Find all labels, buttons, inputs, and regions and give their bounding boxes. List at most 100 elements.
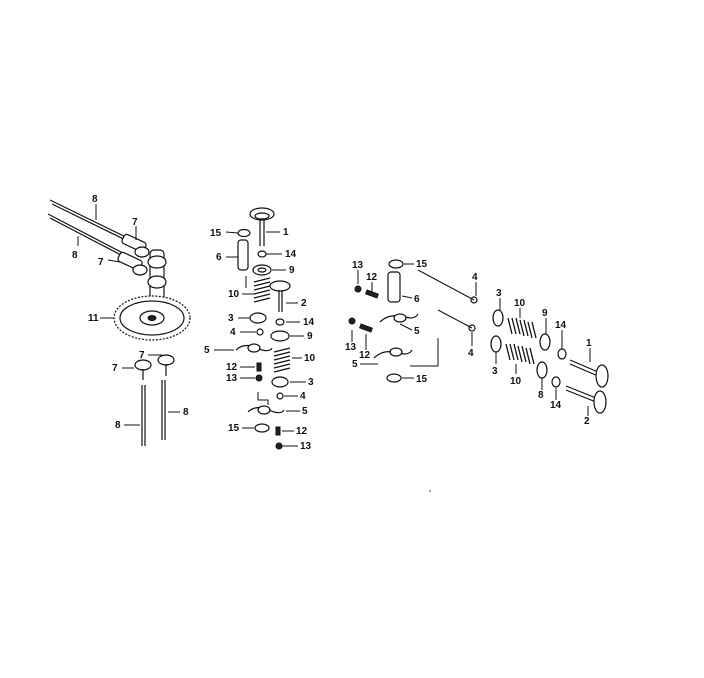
callout-5: 5	[204, 345, 210, 356]
callout-12: 12	[296, 426, 308, 437]
valve-head	[269, 280, 291, 292]
callout-3: 3	[308, 377, 314, 388]
callout-10: 10	[228, 289, 240, 300]
callout-6: 6	[414, 294, 420, 305]
valve-seal	[386, 373, 402, 383]
rocker-pivot	[389, 347, 403, 357]
callout-10: 10	[510, 376, 522, 387]
callout-14: 14	[285, 249, 297, 260]
callout-3: 3	[492, 366, 498, 377]
valve-head	[593, 390, 607, 414]
callout-8: 8	[183, 407, 189, 418]
callout-7: 7	[112, 363, 118, 374]
valve-seal	[254, 423, 270, 433]
rocker-pivot	[257, 405, 271, 415]
valve-guide	[387, 271, 401, 303]
valve-spring	[253, 277, 271, 303]
callout-15: 15	[210, 228, 222, 239]
left-assembly: 8 8 7 7 11 7 7 8 8	[47, 194, 191, 446]
tappet-head	[157, 354, 175, 366]
callout-8: 8	[72, 250, 78, 261]
valve-guide	[237, 239, 249, 271]
lock-nut	[255, 374, 263, 382]
callout-13: 13	[352, 260, 364, 271]
callout-11: 11	[88, 313, 99, 324]
retainer	[536, 361, 548, 379]
callout-13: 13	[345, 342, 357, 353]
tappet-head	[134, 246, 150, 258]
valve-stem	[565, 389, 597, 403]
spring-seat	[271, 376, 289, 388]
callout-10: 10	[514, 298, 526, 309]
callout-10: 10	[304, 353, 316, 364]
cam-gear-bore	[147, 315, 157, 321]
cam-lobe	[147, 275, 167, 289]
valve-spring	[273, 347, 291, 373]
adjusting-screw	[359, 323, 373, 333]
retainer	[539, 333, 551, 351]
keeper	[257, 250, 267, 258]
callout-12: 12	[226, 362, 238, 373]
callout-3: 3	[228, 313, 234, 324]
callout-3: 3	[496, 288, 502, 299]
cam-lobe	[147, 255, 167, 269]
callout-9: 9	[307, 331, 313, 342]
adjusting-screw	[256, 362, 262, 372]
right-assembly: 13 12 15 6 4 3 10 9 14 1 5 13 12 4 3 10 …	[345, 259, 609, 427]
tappet-head	[134, 359, 152, 371]
callout-15: 15	[416, 374, 428, 385]
callout-12: 12	[359, 350, 371, 361]
rocker-pivot	[393, 313, 407, 323]
callout-15: 15	[416, 259, 428, 270]
callout-4: 4	[300, 391, 306, 402]
valve-stem	[569, 363, 599, 377]
callout-5: 5	[414, 326, 420, 337]
callout-5: 5	[302, 406, 308, 417]
callout-2: 2	[301, 298, 307, 309]
callout-6: 6	[216, 252, 222, 263]
callout-13: 13	[300, 441, 312, 452]
lock-nut	[275, 442, 283, 450]
callout-9: 9	[289, 265, 295, 276]
callout-14: 14	[555, 320, 567, 331]
valve-head	[595, 364, 609, 388]
valve-spring	[505, 343, 535, 365]
rocker-pivot	[247, 343, 261, 353]
speck	[429, 490, 431, 492]
adjusting-screw	[275, 426, 281, 436]
callout-15: 15	[228, 423, 240, 434]
callout-2: 2	[584, 416, 590, 427]
valve-seal	[237, 228, 251, 238]
callout-1: 1	[586, 338, 592, 349]
callout-1: 1	[283, 227, 289, 238]
pivot-ball	[276, 392, 284, 400]
retainer	[270, 330, 290, 342]
lock-nut	[348, 317, 356, 325]
callout-7: 7	[139, 350, 145, 361]
callout-13: 13	[226, 373, 238, 384]
spring-seat	[492, 309, 504, 327]
callout-7: 7	[98, 257, 104, 268]
spring-seat	[490, 335, 502, 353]
valve-face	[254, 212, 270, 220]
middle-assembly: 15 1 6 14 9 10 2 3 14 4 9 5 10 12 13 3 4…	[204, 207, 316, 452]
callout-8: 8	[538, 390, 544, 401]
callout-8: 8	[92, 194, 98, 205]
callout-14: 14	[303, 317, 315, 328]
lock-nut	[354, 285, 362, 293]
keeper	[551, 376, 561, 388]
valve-stem	[569, 359, 599, 373]
pivot-ball	[256, 328, 264, 336]
callout-4: 4	[472, 272, 478, 283]
callout-12: 12	[366, 272, 378, 283]
callout-8: 8	[115, 420, 121, 431]
callout-9: 9	[542, 308, 548, 319]
callout-4: 4	[230, 327, 236, 338]
tappet-head	[132, 264, 148, 276]
keeper	[557, 348, 567, 360]
valve-spring	[507, 317, 537, 339]
valve-stem	[565, 385, 597, 399]
adjusting-screw	[365, 289, 379, 299]
spring-seat	[249, 312, 267, 324]
retainer-hole	[257, 267, 267, 273]
